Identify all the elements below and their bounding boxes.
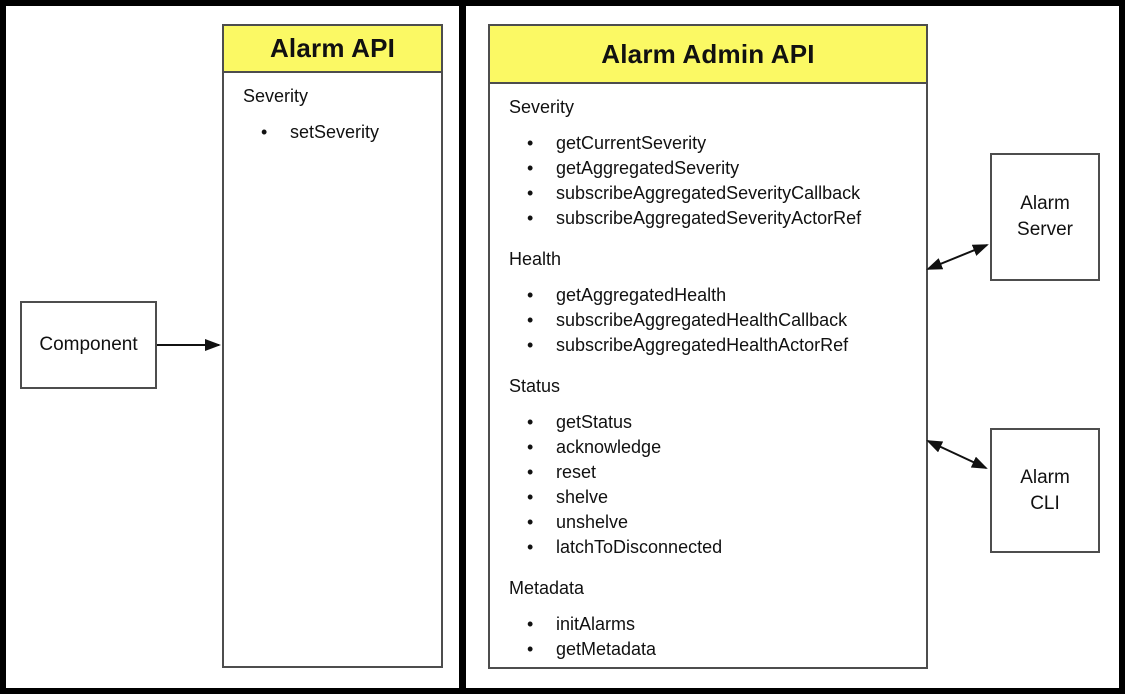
method-item: acknowledge <box>500 435 916 460</box>
alarm-admin-api-sections: Severity getCurrentSeveritygetAggregatedS… <box>490 84 926 662</box>
alarm-api-sections: Severity setSeverity <box>224 73 441 145</box>
method-item: shelve <box>500 485 916 510</box>
method-list: getAggregatedHealthsubscribeAggregatedHe… <box>500 283 916 358</box>
alarm-admin-api-header: Alarm Admin API <box>490 26 926 84</box>
alarm-server-label: Alarm Server <box>1017 193 1073 240</box>
method-item: getCurrentSeverity <box>500 131 916 156</box>
method-item: getStatus <box>500 410 916 435</box>
method-item: subscribeAggregatedSeverityActorRef <box>500 206 916 231</box>
panel-divider <box>459 6 466 688</box>
method-item: subscribeAggregatedHealthCallback <box>500 308 916 333</box>
section-label: Status <box>509 376 561 396</box>
method-list: initAlarmsgetMetadata <box>500 612 916 662</box>
section-label: Severity <box>243 86 309 106</box>
admin-api-to-alarm-cli-arrow <box>926 440 988 469</box>
admin-api-to-alarm-server-arrow <box>926 244 989 270</box>
alarm-api-header: Alarm API <box>224 26 441 73</box>
method-item: initAlarms <box>500 612 916 637</box>
alarm-cli-label: Alarm CLI <box>1020 466 1070 514</box>
component-box: Component <box>20 301 157 389</box>
method-item: subscribeAggregatedSeverityCallback <box>500 181 916 206</box>
alarm-admin-api-box: Alarm Admin API Severity getCurrentSeveri… <box>488 24 928 669</box>
section-label: Health <box>509 249 562 269</box>
section-label: Severity <box>509 97 575 117</box>
method-item: getMetadata <box>500 637 916 662</box>
alarm-cli-box: Alarm CLI <box>990 428 1100 553</box>
alarm-api-title: Alarm API <box>269 33 396 63</box>
method-item: getAggregatedHealth <box>500 283 916 308</box>
section-label: Metadata <box>509 578 585 598</box>
method-item: setSeverity <box>234 120 431 145</box>
alarm-admin-api-title: Alarm Admin API <box>601 38 815 69</box>
method-item: getAggregatedSeverity <box>500 156 916 181</box>
method-item: latchToDisconnected <box>500 535 916 560</box>
method-item: reset <box>500 460 916 485</box>
component-label: Component <box>39 334 138 355</box>
alarm-api-box: Alarm API Severity setSeverity <box>222 24 443 668</box>
method-list: getCurrentSeveritygetAggregatedSeveritys… <box>500 131 916 231</box>
method-item: subscribeAggregatedHealthActorRef <box>500 333 916 358</box>
method-list: getStatusacknowledgeresetshelveunshelvel… <box>500 410 916 560</box>
method-list: setSeverity <box>234 120 431 145</box>
alarm-server-box: Alarm Server <box>990 153 1100 281</box>
method-item: unshelve <box>500 510 916 535</box>
